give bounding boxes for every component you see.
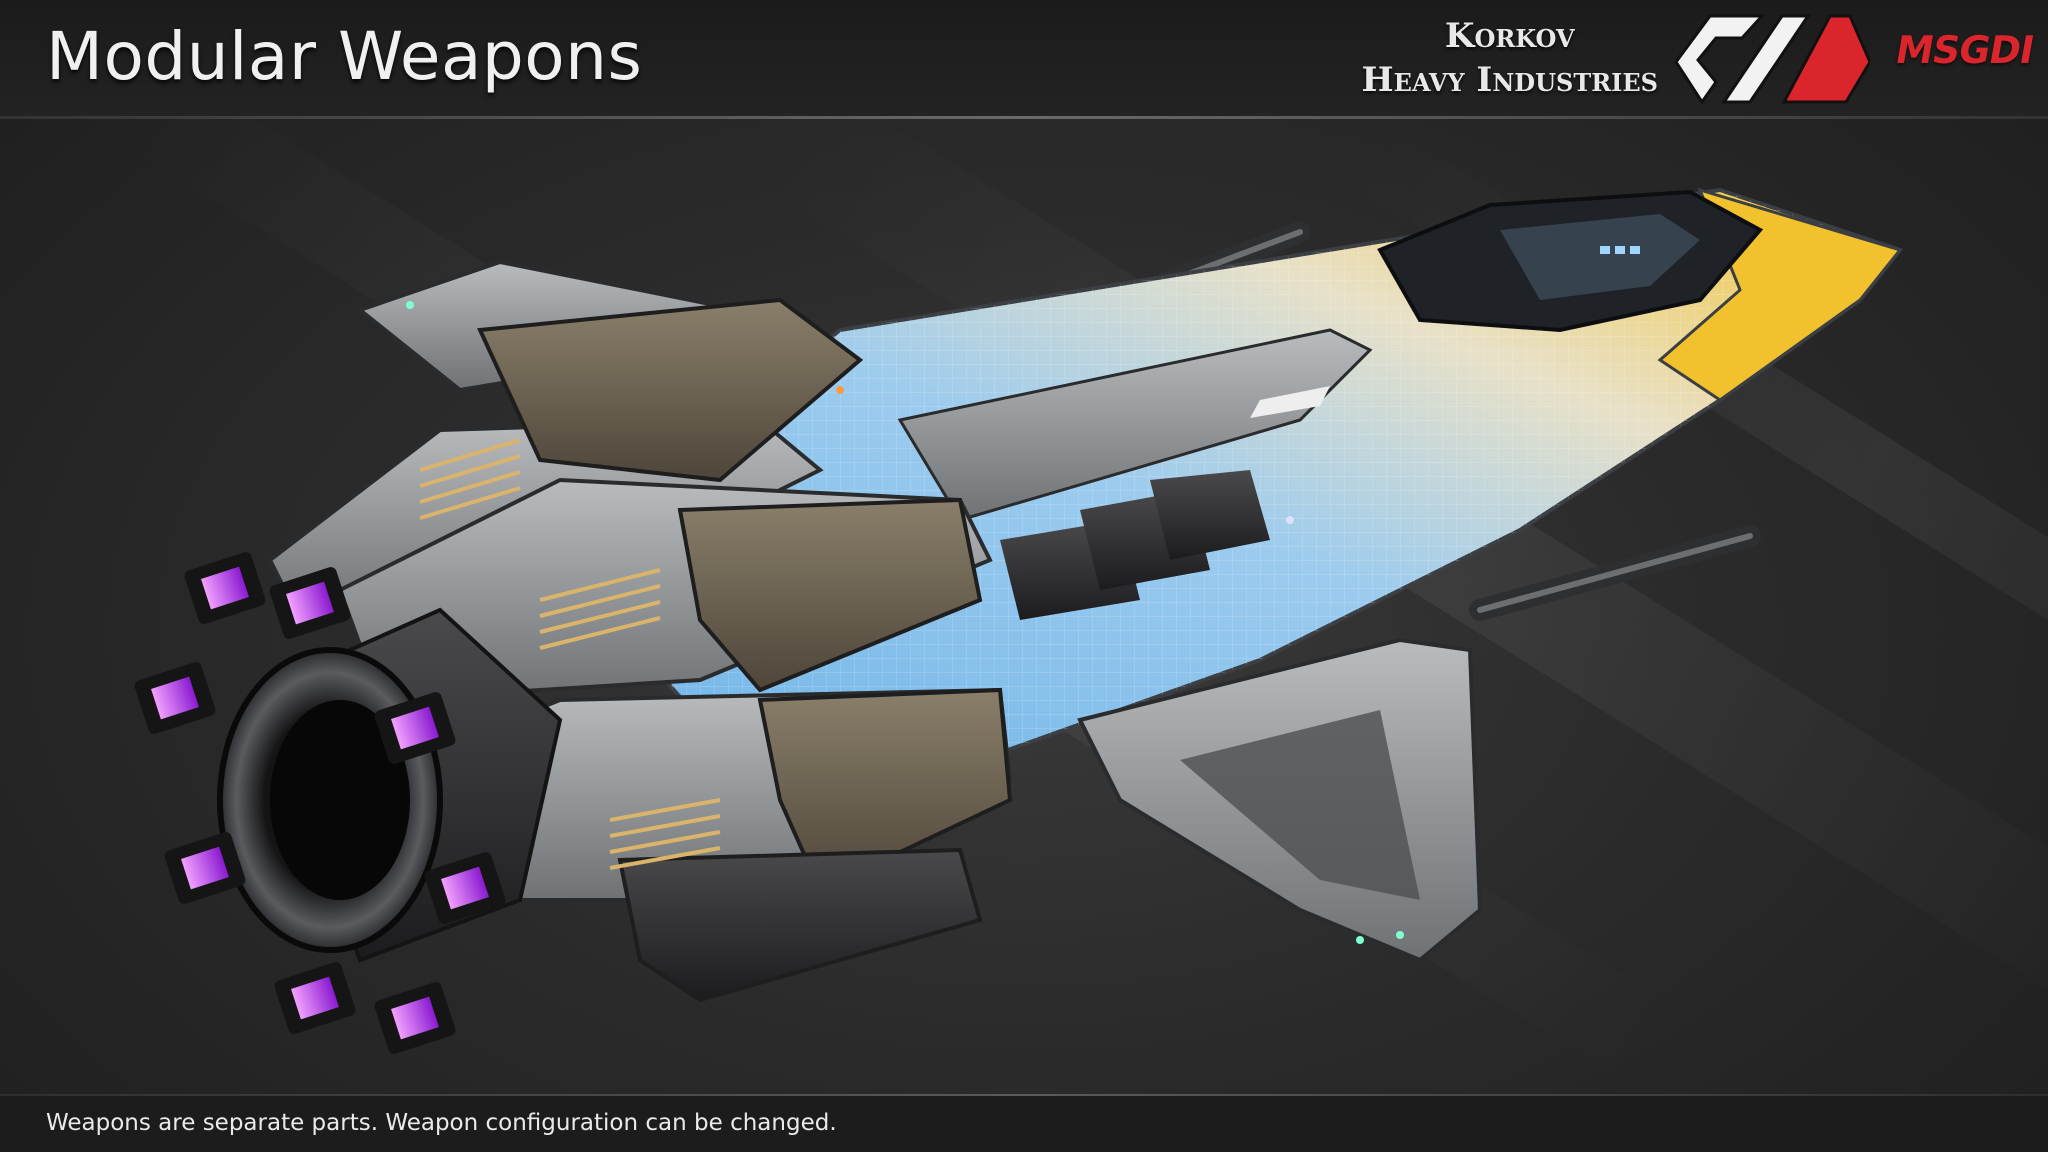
footer-bar [0, 1094, 2048, 1152]
engine-exhaust [134, 662, 216, 734]
nose [1657, 187, 1903, 402]
header-divider [0, 116, 2048, 119]
msgdi-logo: MSGDI [1892, 28, 2037, 72]
engine-exhaust [274, 962, 356, 1034]
engine-exhaust [374, 982, 456, 1054]
cannon-barrel [1469, 525, 1761, 621]
engine-exhaust [424, 852, 506, 924]
engine-exhaust [269, 567, 351, 639]
korkov-logo-icon [1674, 14, 1870, 105]
engine-exhaust [374, 692, 456, 764]
footer-divider [0, 1094, 2048, 1096]
footer-caption: Weapons are separate parts. Weapon confi… [46, 1110, 837, 1136]
engine-exhaust [184, 552, 266, 624]
brand-name: Korkov Heavy Industries [1362, 14, 1658, 102]
brand-line-1: Korkov [1444, 16, 1575, 56]
engine-exhaust [164, 832, 246, 904]
page-title: Modular Weapons [46, 18, 643, 95]
brand-line-2: Heavy Industries [1361, 60, 1658, 100]
